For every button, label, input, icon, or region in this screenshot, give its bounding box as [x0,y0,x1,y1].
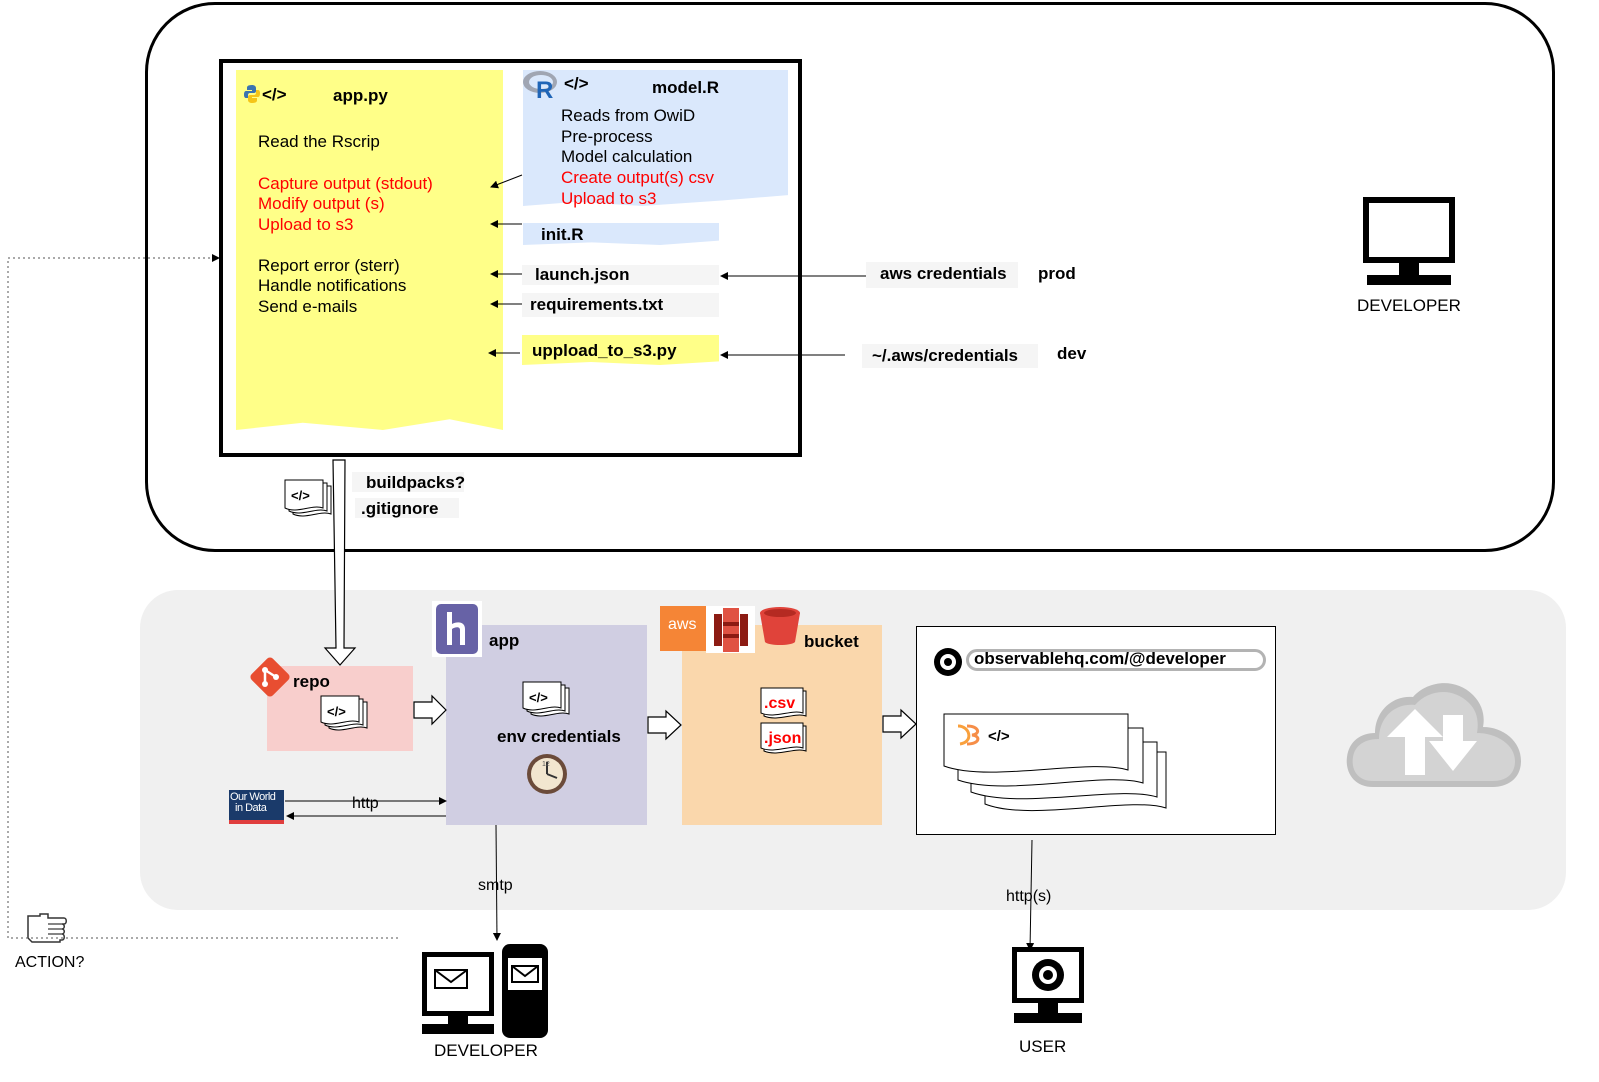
git-icon [250,657,290,697]
d3-notebook-stack-icon: </> [943,713,1167,812]
model-r-title: model.R [652,78,720,97]
app-py-title: app.py [333,86,388,105]
app-to-bucket-arrow [647,709,682,741]
aws-logo-text: aws [668,616,697,633]
app-py-line: Upload to s3 [258,215,354,234]
model-r-line: Pre-process [561,127,653,146]
upload-py-label: uppload_to_s3.py [532,341,677,360]
repo-code-stack-icon: </> [320,695,368,731]
svg-text:</>: </> [988,728,1010,745]
developer-monitor-icon [1363,197,1455,285]
user-label: USER [1019,1037,1067,1056]
deploy-code-stack-icon: </> [284,479,332,517]
owid-line2: in Data [235,802,267,814]
app-py-line: Capture output (stdout) [258,174,433,193]
app-py-line: Modify output (s) [258,194,385,213]
local-credentials-label: ~/.aws/credentials [872,346,1018,365]
deploy-arrow [323,459,357,666]
app-code-stack-icon: </> [522,681,570,717]
svg-text:12: 12 [542,761,550,768]
dev-label: dev [1057,344,1087,363]
app-py-line: Handle notifications [258,276,407,295]
smtp-label: smtp [478,876,513,896]
observable-logo-icon [934,648,962,676]
aws-logo [660,606,706,651]
python-icon [244,85,260,103]
http-label: http [352,794,379,814]
requirements-label: requirements.txt [530,295,664,314]
gitignore-box [355,498,459,518]
aws-credentials-label: aws credentials [880,264,1007,283]
s3-icon [714,608,748,652]
buildpacks-box [352,472,464,492]
repo-to-app-arrow [413,694,447,726]
prod-label: prod [1038,264,1076,283]
scheduler-clock-icon: 12 [527,754,567,794]
model-r-line: Model calculation [561,147,693,166]
csv-file-stack-icon [760,687,807,719]
https-label: http(s) [1006,887,1052,907]
action-loop-connector [7,254,398,939]
launch-json-label: launch.json [535,265,630,284]
hand-pointer-icon[interactable] [26,912,68,948]
python-code-tag: </> [262,85,287,104]
aws-credentials-box [866,262,1018,288]
model-r-arrow [490,174,523,189]
gitignore-label: .gitignore [361,499,439,518]
cloud-upload-download-icon [1346,683,1521,787]
model-r-line: Create output(s) csv [561,168,715,187]
owid-line1: Our World [230,791,276,803]
launch-json-note [522,265,719,285]
svg-text:</>: </> [529,690,548,705]
r-code-tag: </> [564,74,589,93]
svg-text:</>: </> [327,704,346,719]
observable-url-bar[interactable] [966,649,1266,671]
user-monitor-icon [1012,947,1084,1023]
https-arrow [1026,839,1035,951]
app-py-line: Report error (sterr) [258,256,400,275]
app-py-line: Send e-mails [258,297,358,316]
model-r-note [523,70,788,206]
svg-text:R: R [536,77,553,100]
bucket-icon [760,607,800,645]
app-py-note [236,70,503,430]
init-r-note [523,223,719,245]
developer-environment-frame [145,2,1555,552]
model-r-line: Reads from OwiD [561,106,696,125]
app-label: app [489,631,520,650]
local-credentials-box [862,344,1038,368]
app-py-line: Read the Rscrip [258,132,380,151]
bucket-to-observable-arrow [882,708,917,740]
action-label: ACTION? [15,954,85,971]
json-label: .json [764,730,802,747]
our-world-in-data-logo: Our World in Data [229,790,284,824]
buildpacks-label: buildpacks? [366,473,466,492]
json-file-stack-icon [760,722,807,754]
bottom-developer-label: DEVELOPER [434,1041,538,1060]
repo-label: repo [293,672,330,691]
svg-text:</>: </> [291,488,310,503]
bucket-label: bucket [804,632,859,651]
upload-py-note [522,335,719,365]
r-language-icon: R [523,71,557,100]
owid-red-bar [229,820,284,824]
developer-label: DEVELOPER [1357,296,1461,315]
heroku-icon [436,604,478,654]
developer-email-icon [422,944,548,1038]
smtp-arrow [492,824,501,941]
observable-url[interactable]: observablehq.com/@developer [974,649,1226,668]
csv-label: .csv [764,695,796,712]
requirements-note [522,293,719,317]
init-r-label: init.R [541,225,584,244]
env-credentials-label: env credentials [497,727,621,746]
model-r-line: Upload to s3 [561,189,657,208]
